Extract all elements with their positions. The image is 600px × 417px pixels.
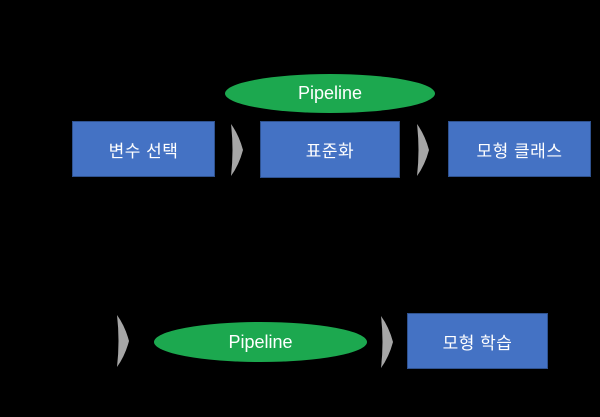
chevron-right-icon [231, 124, 244, 176]
box-variable-selection-label: 변수 선택 [108, 141, 179, 161]
box-model-training-label: 모형 학습 [442, 333, 513, 353]
box-variable-selection: 변수 선택 [72, 121, 215, 177]
box-standardization-label: 표준화 [305, 142, 355, 161]
box-model-class: 모형 클래스 [448, 121, 591, 177]
chevron-right-icon [381, 316, 394, 368]
pipeline-ellipse-bottom: Pipeline [154, 322, 367, 362]
pipeline-label-bottom: Pipeline [228, 331, 293, 352]
pipeline-label-top: Pipeline [297, 83, 363, 103]
pipeline-ellipse-top: Pipeline [225, 74, 435, 113]
box-model-training: 모형 학습 [407, 313, 548, 369]
chevron-right-icon [117, 315, 130, 367]
box-standardization: 표준화 [260, 121, 400, 178]
box-model-class-label: 모형 클래스 [476, 141, 563, 161]
chevron-right-icon [417, 124, 430, 176]
